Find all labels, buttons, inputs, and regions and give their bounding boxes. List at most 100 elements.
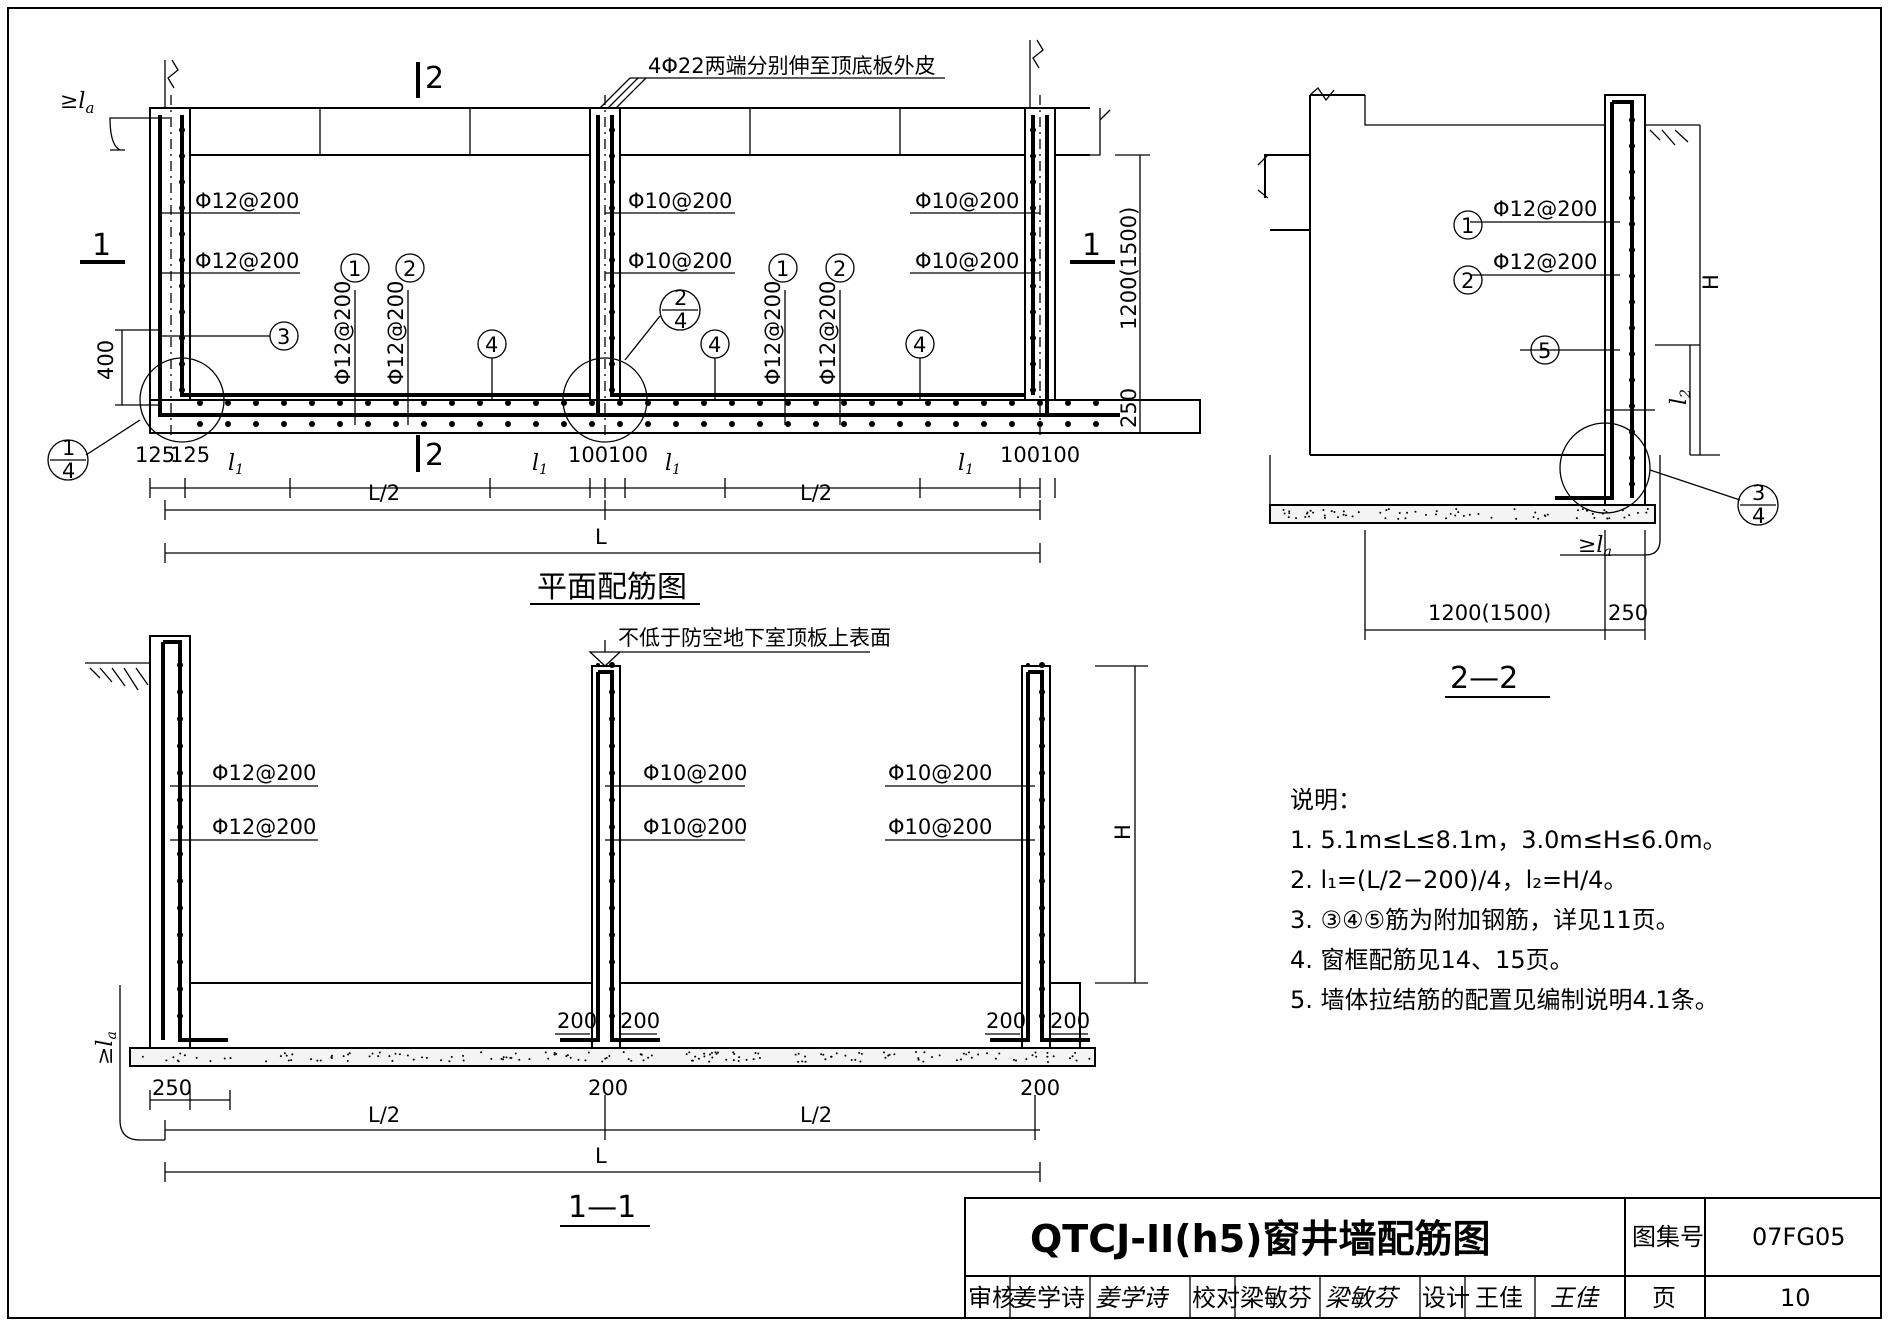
plan-dim-half-a: L/2 <box>368 481 400 505</box>
s11-dim-200-c: 200 <box>986 1009 1026 1033</box>
s11-dim-250: 250 <box>152 1076 192 1100</box>
svg-text:1: 1 <box>1461 214 1474 238</box>
plan-rebar-mid-b: Φ10@200 <box>628 249 732 273</box>
check-signature: 梁敏芬 <box>1325 1284 1401 1312</box>
plan-marker-4-a: 4 <box>478 330 506 400</box>
s11-rebar-right-b: Φ10@200 <box>888 815 992 839</box>
note-3: 3. ③④⑤筋为附加钢筋，详见11页。 <box>1290 906 1680 934</box>
title-block: QTCJ-II(h5)窗井墙配筋图 图集号 07FG05 审核 姜学诗 姜学诗 … <box>965 1198 1881 1318</box>
plan-rebar-left-a: Φ12@200 <box>195 189 299 213</box>
s11-dim-total: L <box>595 1144 607 1168</box>
plan-view: 2 2 1 1 4Φ22两端分别伸至顶底板外皮 ≥la Φ12@200 Φ12@… <box>48 40 1200 605</box>
s22-dim-H: H <box>1699 274 1723 290</box>
plan-detail-callout-left: 1 4 <box>48 420 140 483</box>
s11-rebar-mid-b: Φ10@200 <box>643 815 747 839</box>
s11-heading: 1—1 <box>568 1190 636 1225</box>
s22-detail-callout: 3 4 <box>1650 470 1778 528</box>
plan-top-note: 4Φ22两端分别伸至顶底板外皮 <box>648 54 936 78</box>
plan-detail-callout-mid: 2 4 <box>625 286 700 360</box>
svg-text:2: 2 <box>674 286 687 310</box>
s11-dim-200-e: 200 <box>588 1076 628 1100</box>
plan-section-2-bottom: 2 <box>425 438 444 473</box>
design-name: 王佳 <box>1475 1284 1523 1312</box>
plan-dim-l1-c: l1 <box>665 451 681 478</box>
plan-dim-250: 250 <box>1117 388 1141 428</box>
note-1: 1. 5.1m≤L≤8.1m，3.0m≤H≤6.0m。 <box>1290 826 1727 854</box>
atlas-label: 图集号 <box>1632 1223 1704 1251</box>
plan-marker-1-right: 1 <box>769 254 797 282</box>
plan-section-2-top: 2 <box>425 61 444 96</box>
plan-dim-l1-a: l1 <box>228 451 244 478</box>
review-label: 审核 <box>968 1284 1016 1312</box>
plan-rebar-right-b: Φ10@200 <box>915 249 1019 273</box>
section-2-2: Φ12@200 Φ12@200 1 2 5 3 4 ≥la H l2 1200(… <box>1258 88 1778 697</box>
s22-dim-width: 1200(1500) <box>1428 601 1551 625</box>
plan-vert-rebar-1-right: Φ12@200 <box>761 281 785 385</box>
s11-dim-200-b: 200 <box>620 1009 660 1033</box>
svg-text:2: 2 <box>833 257 846 281</box>
s11-top-note: 不低于防空地下室顶板上表面 <box>618 626 891 650</box>
plan-marker-4-b: 4 <box>701 330 729 400</box>
s22-base-slab <box>1270 505 1655 523</box>
plan-dim-height: 1200(1500) <box>1117 207 1141 330</box>
atlas-number: 07FG05 <box>1752 1223 1845 1251</box>
svg-text:3: 3 <box>277 325 290 349</box>
s11-base-slab <box>130 1048 1095 1066</box>
plan-dim-l1-b: l1 <box>532 451 548 478</box>
design-signature: 王佳 <box>1550 1284 1600 1312</box>
s22-marker-1: 1 <box>1454 211 1482 239</box>
svg-text:4: 4 <box>62 459 75 483</box>
s22-heading: 2—2 <box>1450 661 1518 696</box>
s22-la: ≥la <box>1578 533 1612 560</box>
plan-vert-rebar-2-right: Φ12@200 <box>816 281 840 385</box>
s11-rebar-left-b: Φ12@200 <box>212 815 316 839</box>
plan-dim-100-a: 100 <box>568 443 608 467</box>
plan-dim-100-c: 100 <box>1000 443 1040 467</box>
plan-rebar-mid-a: Φ10@200 <box>628 189 732 213</box>
plan-heading: 平面配筋图 <box>537 570 687 605</box>
plan-marker-2-left: 2 <box>396 254 424 282</box>
review-name: 姜学诗 <box>1013 1284 1085 1312</box>
svg-text:4: 4 <box>485 333 498 357</box>
s22-marker-2: 2 <box>1454 266 1482 294</box>
s11-dim-la: ≥la <box>93 1031 120 1065</box>
design-label: 设计 <box>1422 1284 1470 1312</box>
s11-rebar-left-a: Φ12@200 <box>212 761 316 785</box>
plan-section-1-left: 1 <box>92 228 111 263</box>
svg-text:4: 4 <box>708 333 721 357</box>
plan-marker-2-right: 2 <box>826 254 854 282</box>
plan-dim-400: 400 <box>94 340 118 380</box>
s11-dim-200-d: 200 <box>1050 1009 1090 1033</box>
s22-dim-250: 250 <box>1608 601 1648 625</box>
s11-rebar-right-a: Φ10@200 <box>888 761 992 785</box>
plan-la: ≥la <box>60 89 94 117</box>
svg-text:4: 4 <box>1752 504 1765 528</box>
note-2: 2. l₁=(L/2−200)/4，l₂=H/4。 <box>1290 866 1627 894</box>
notes: 说明： 1. 5.1m≤L≤8.1m，3.0m≤H≤6.0m。 2. l₁=(L… <box>1290 786 1727 1014</box>
section-1-1: 不低于防空地下室顶板上表面 Φ12@200 Φ12@200 Φ10@200 Φ1… <box>85 626 1148 1226</box>
plan-marker-1-left: 1 <box>341 254 369 282</box>
plan-rebar-left-b: Φ12@200 <box>195 249 299 273</box>
s11-dim-200-a: 200 <box>557 1009 597 1033</box>
s11-left-wall <box>150 636 190 1048</box>
s11-rebar-mid-a: Φ10@200 <box>643 761 747 785</box>
s22-dim-l2: l2 <box>1667 389 1694 405</box>
s11-dim-H: H <box>1111 824 1135 840</box>
plan-vert-rebar-2-left: Φ12@200 <box>384 281 408 385</box>
s11-dim-200-f: 200 <box>1020 1076 1060 1100</box>
notes-heading: 说明： <box>1290 786 1362 814</box>
svg-text:4: 4 <box>674 309 687 333</box>
review-signature: 姜学诗 <box>1095 1284 1170 1312</box>
s11-dim-half-b: L/2 <box>800 1103 832 1127</box>
note-4: 4. 窗框配筋见14、15页。 <box>1290 946 1574 974</box>
plan-dim-100-d: 100 <box>1040 443 1080 467</box>
svg-text:1: 1 <box>62 436 75 460</box>
page-number: 10 <box>1780 1284 1811 1312</box>
note-5: 5. 墙体拉结筋的配置见编制说明4.1条。 <box>1290 986 1719 1014</box>
s11-dim-half-a: L/2 <box>368 1103 400 1127</box>
svg-text:5: 5 <box>1538 339 1551 363</box>
plan-dim-100-b: 100 <box>608 443 648 467</box>
plan-marker-4-c: 4 <box>906 330 934 400</box>
plan-dim-total: L <box>595 525 607 549</box>
